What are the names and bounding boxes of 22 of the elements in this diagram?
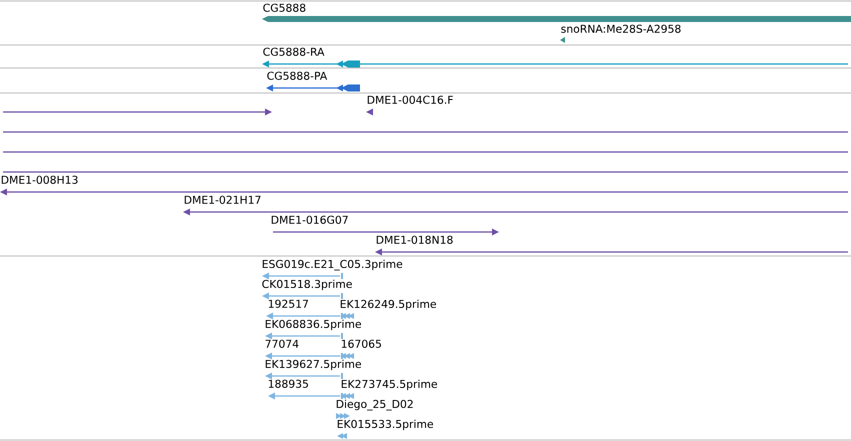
feature-label: DME1-021H17 (184, 196, 260, 204)
feature-label: CG5888 (263, 4, 306, 12)
feature-label: DME1-018N18 (376, 236, 453, 244)
feature-label: EK273745.5prime (342, 380, 438, 390)
feature-label: DME1-004C16.F (368, 96, 453, 104)
feature-label: DME1-016G07 (272, 216, 348, 224)
feature-glyph (3, 108, 272, 116)
feature-label: CK01518.3prime (262, 280, 352, 290)
feature-label: snoRNA:Me28S-A2958 (561, 24, 681, 33)
feature-label: 167065 (342, 340, 381, 348)
feature-label: 188935 (268, 380, 308, 388)
feature-label: ESG019c.E21_C05.3prime (262, 260, 402, 270)
feature-label: EK015533.5prime (338, 420, 434, 430)
feature-label: EK068836.5prime (266, 320, 362, 330)
feature-label: DME1-008H13 (2, 176, 78, 184)
feature-label: 77074 (266, 340, 298, 348)
feature-label: Diego_25_D02 (336, 400, 413, 410)
feature-label: EK139627.5prime (266, 360, 362, 370)
feature-label: EK126249.5prime (340, 300, 436, 310)
feature-label: 192517 (268, 300, 308, 308)
feature-label: CG5888-PA (267, 72, 328, 80)
feature-label: CG5888-RA (263, 48, 324, 56)
